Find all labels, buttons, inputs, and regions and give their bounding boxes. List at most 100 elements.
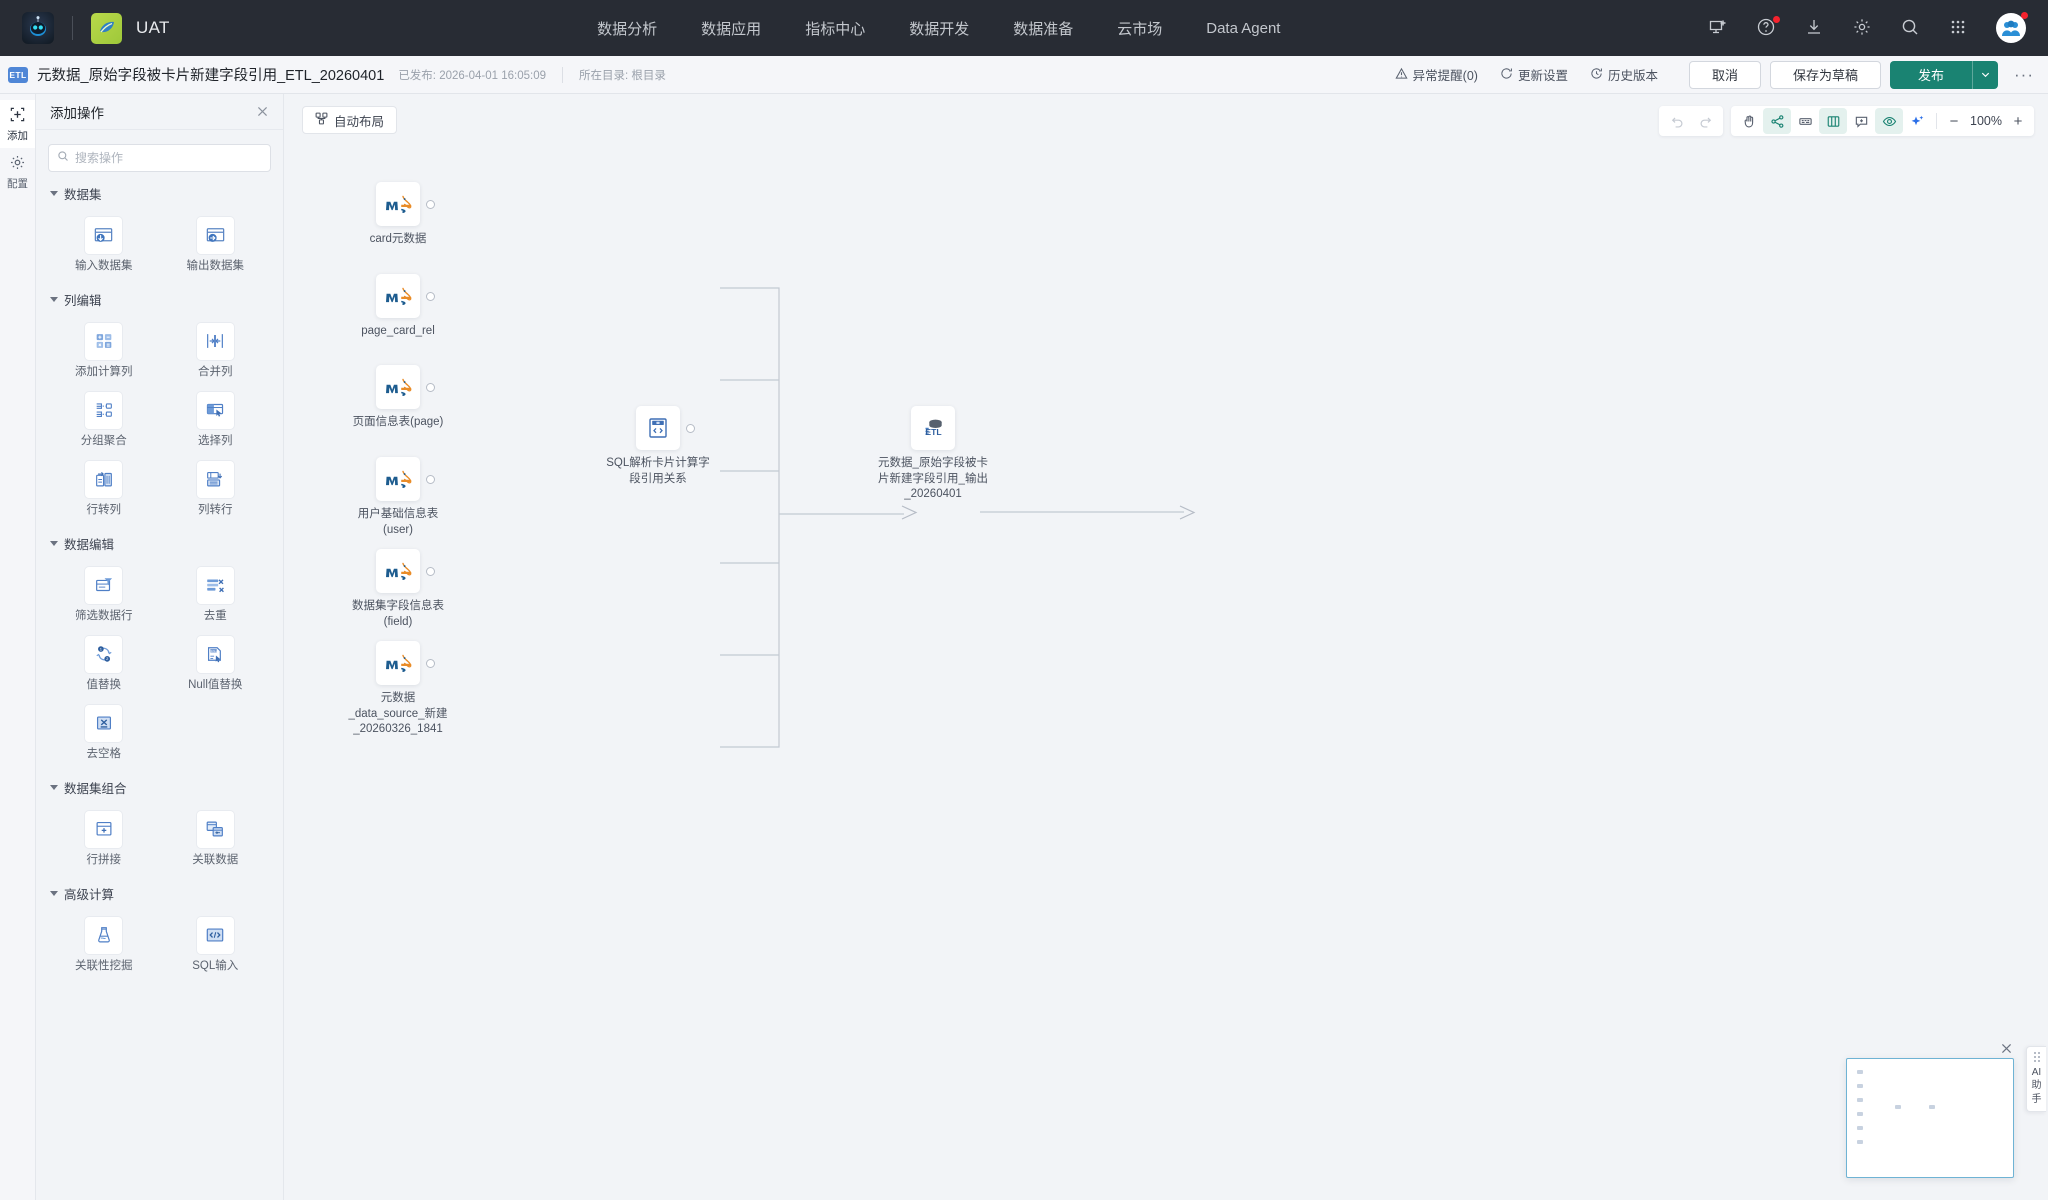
project-leaf-icon[interactable] (91, 12, 122, 44)
search-operation-field[interactable] (48, 144, 271, 172)
auto-layout-button[interactable]: 自动布局 (302, 106, 398, 134)
op-value-replace[interactable]: 1 2 值替换 (48, 628, 160, 697)
mysql-icon[interactable] (376, 549, 435, 593)
mysql-icon[interactable] (376, 365, 435, 409)
node-page-card-rel[interactable]: page_card_rel (361, 274, 435, 337)
publish-dropdown-button[interactable] (1972, 60, 1999, 89)
search-icon[interactable] (1900, 17, 1922, 39)
op-label: 分组聚合 (80, 434, 127, 447)
gear-icon[interactable] (1852, 17, 1874, 39)
node-card-metadata[interactable]: card元数据 (370, 182, 435, 245)
op-append-rows[interactable]: 行拼接 (48, 803, 160, 872)
apps-grid-icon[interactable] (1948, 17, 1970, 39)
op-label: 筛选数据行 (75, 609, 133, 622)
op-group-aggregate[interactable]: 分组聚合 (48, 384, 160, 453)
node-output-port[interactable] (426, 474, 435, 484)
node-page-info[interactable]: 页面信息表(page) (353, 365, 443, 428)
search-input[interactable] (75, 151, 262, 165)
node-output-port[interactable] (426, 199, 435, 209)
minimap[interactable] (1846, 1043, 2014, 1178)
top-navigation-bar: UAT 数据分析 数据应用 指标中心 数据开发 数据准备 云市场 Data Ag… (0, 0, 2048, 56)
op-null-replace[interactable]: NULL Null值替换 (160, 628, 272, 697)
nav-data-preparation[interactable]: 数据准备 (1013, 20, 1074, 38)
sql-node-icon[interactable] (636, 406, 695, 450)
input-dataset-icon (85, 217, 123, 254)
etl-output-icon[interactable]: ETL (911, 406, 955, 450)
op-output-dataset[interactable]: 输出数据集 (160, 209, 272, 278)
exception-alert-link[interactable]: 异常提醒(0) (1395, 65, 1478, 84)
op-trim-space[interactable]: 去空格 (48, 697, 160, 766)
op-add-calc-column[interactable]: 添加计算列 (48, 315, 160, 384)
help-circle-icon[interactable] (1756, 16, 1780, 39)
op-label: 列转行 (198, 503, 233, 516)
zoom-out-button[interactable]: − (1949, 112, 1959, 130)
history-version-link[interactable]: 历史版本 (1590, 65, 1658, 84)
group-header[interactable]: 数据编辑 (48, 534, 271, 553)
ai-assistant-tab[interactable]: AI 助 手 (2026, 1045, 2046, 1112)
group-header[interactable]: 列编辑 (48, 290, 271, 309)
close-icon[interactable] (2000, 1042, 2013, 1055)
nav-data-application[interactable]: 数据应用 (701, 20, 762, 38)
nav-data-agent[interactable]: Data Agent (1206, 19, 1281, 37)
op-select-columns[interactable]: 选择列 (160, 384, 272, 453)
node-user-info[interactable]: 用户基础信息表 (user) (358, 457, 438, 536)
nav-cloud-market[interactable]: 云市场 (1117, 20, 1163, 38)
op-rows-to-columns[interactable]: 行转列 (48, 453, 160, 522)
robot-logo-icon[interactable] (22, 12, 54, 44)
mysql-icon[interactable] (376, 641, 435, 685)
node-output-port[interactable] (426, 566, 435, 576)
op-input-dataset[interactable]: 输入数据集 (48, 209, 160, 278)
op-join-data[interactable]: 关联数据 (160, 803, 272, 872)
close-icon[interactable] (256, 105, 269, 118)
zoom-in-button[interactable]: + (2013, 112, 2023, 130)
node-output-port[interactable] (426, 291, 435, 301)
node-metadata-datasource[interactable]: 元数据 _data_source_新建 _20260326_1841 (348, 641, 448, 735)
cancel-button[interactable]: 取消 (1688, 60, 1761, 89)
node-output-port[interactable] (426, 382, 435, 392)
mysql-icon[interactable] (376, 274, 435, 318)
mysql-icon[interactable] (376, 182, 435, 226)
sql-input-icon (196, 916, 234, 954)
nav-data-analysis[interactable]: 数据分析 (597, 20, 658, 38)
group-header[interactable]: 数据集 (48, 184, 271, 203)
node-output-port[interactable] (686, 423, 695, 433)
monitor-add-icon[interactable] (1708, 17, 1730, 39)
redo-icon[interactable] (1691, 108, 1719, 134)
nav-data-development[interactable]: 数据开发 (909, 20, 970, 38)
node-sql-parse[interactable]: SQL解析卡片计算字 段引用关系 (606, 406, 710, 485)
rail-item-config[interactable]: 配置 (0, 148, 35, 196)
op-deduplicate[interactable]: 去重 (160, 559, 272, 628)
op-merge-columns[interactable]: 合并列 (160, 315, 272, 384)
group-header[interactable]: 数据集组合 (48, 778, 271, 797)
node-field-info[interactable]: 数据集字段信息表 (field) (352, 549, 444, 628)
refresh-icon (1500, 67, 1513, 83)
node-label: card元数据 (369, 233, 427, 245)
op-correlation-mining[interactable]: 关联性挖掘 (48, 909, 160, 978)
more-options-button[interactable]: ··· (2014, 64, 2034, 84)
save-draft-button[interactable]: 保存为草稿 (1769, 60, 1881, 89)
document-toolbar: ETL 元数据_原始字段被卡片新建字段引用_ETL_20260401 已发布: … (0, 56, 2048, 94)
group-header[interactable]: 高级计算 (48, 884, 271, 903)
update-settings-link[interactable]: 更新设置 (1500, 65, 1568, 84)
etl-canvas[interactable]: 自动布局 (284, 94, 2048, 1200)
mysql-icon[interactable] (376, 457, 435, 501)
eye-preview-icon[interactable] (1875, 108, 1903, 134)
minimap-toggle-icon[interactable] (1791, 108, 1819, 134)
undo-icon[interactable] (1663, 108, 1691, 134)
op-filter-rows[interactable]: 筛选数据行 (48, 559, 160, 628)
node-output-port[interactable] (426, 658, 435, 668)
download-icon[interactable] (1804, 17, 1826, 39)
operation-grid: 添加计算列 合并列 (48, 315, 271, 522)
share-lineage-icon[interactable] (1763, 108, 1791, 134)
hand-tool-icon[interactable] (1735, 108, 1763, 134)
publish-button[interactable]: 发布 (1890, 60, 1973, 89)
node-etl-output[interactable]: ETL 元数据_原始字段被卡 片新建字段引用_输出 _20260401 (878, 406, 988, 500)
columns-layout-icon[interactable] (1819, 108, 1847, 134)
ai-sparkle-icon[interactable] (1903, 108, 1931, 134)
avatar[interactable] (1996, 12, 2028, 43)
nav-metric-center[interactable]: 指标中心 (805, 20, 866, 38)
op-columns-to-rows[interactable]: 列转行 (160, 453, 272, 522)
comment-icon[interactable] (1847, 108, 1875, 134)
rail-item-add[interactable]: 添加 (0, 100, 35, 148)
op-sql-input[interactable]: SQL输入 (160, 909, 272, 978)
